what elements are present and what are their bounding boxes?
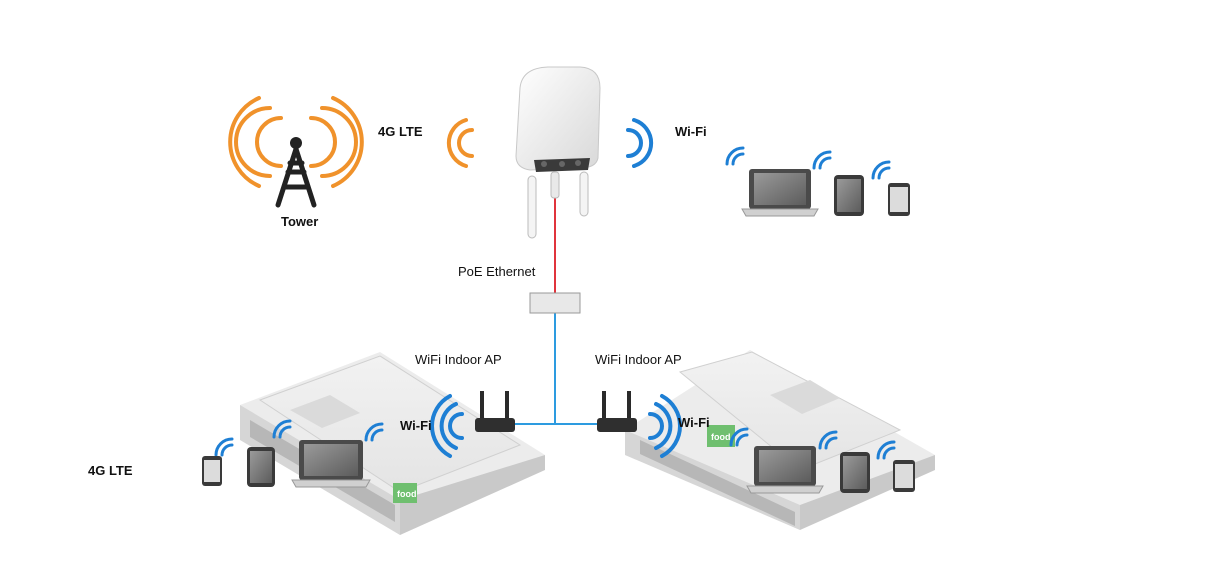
indoor-ap-wifi-icon — [648, 394, 682, 458]
indoor-router-icon — [475, 391, 515, 432]
phone-icon — [893, 460, 915, 492]
wifi-icon — [214, 419, 384, 457]
indoor-router-icon — [597, 391, 637, 432]
wifi-icon — [729, 427, 896, 460]
laptop-icon — [741, 169, 819, 217]
poe-switch-icon — [529, 292, 581, 314]
building-icon: food — [240, 352, 545, 535]
router-wifi-signal-icon — [626, 118, 654, 168]
laptop-icon — [291, 440, 371, 488]
lte-top-label: 4G LTE — [378, 124, 423, 139]
cell-tower-icon — [228, 96, 364, 208]
wifi-right-label: Wi-Fi — [678, 415, 710, 430]
lte-bottom-label: 4G LTE — [88, 463, 133, 478]
indoor-ap-wifi-icon — [430, 394, 464, 458]
tablet-icon — [247, 447, 275, 487]
store-sign: food — [711, 432, 731, 442]
phone-icon — [202, 456, 222, 486]
laptop-icon — [746, 446, 824, 494]
tablet-icon — [834, 175, 864, 216]
tablet-icon — [840, 452, 870, 493]
wifi-icon — [725, 146, 891, 180]
indoor-ap-right-label: WiFi Indoor AP — [595, 352, 682, 367]
wifi-left-label: Wi-Fi — [400, 418, 432, 433]
router-lte-signal-icon — [446, 118, 474, 168]
store-sign: food — [397, 489, 417, 499]
building-icon: food — [625, 350, 935, 530]
indoor-ap-left-label: WiFi Indoor AP — [415, 352, 502, 367]
tower-signal-waves — [228, 96, 364, 188]
phone-icon — [888, 183, 910, 216]
tower-label: Tower — [281, 214, 319, 229]
wifi-top-label: Wi-Fi — [675, 124, 707, 139]
outdoor-router-icon — [515, 66, 601, 239]
poe-ethernet-label: PoE Ethernet — [458, 264, 536, 279]
